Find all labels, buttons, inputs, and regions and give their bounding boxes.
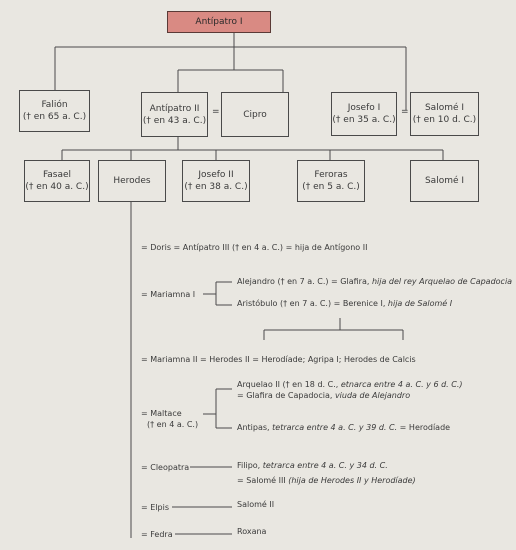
name-label: Cipro	[243, 109, 267, 120]
aristobulo-note: hija de Salomé I	[387, 299, 453, 308]
aristobulo-text: Aristóbulo († en 7 a. C.) = Berenice I,	[237, 299, 388, 308]
name-label: Salomé I	[424, 103, 465, 113]
child-antipas: Antipas, tetrarca entre 4 a. C. y 39 d. …	[237, 423, 450, 433]
death-label: († en 10 d. C.)	[412, 115, 477, 125]
salome3-text: = Salomé III	[237, 476, 289, 485]
name-label: Herodes	[113, 176, 151, 186]
death-label: († en 40 a. C.)	[25, 182, 89, 192]
name-label: Feroras	[314, 170, 348, 180]
antipas-spouse: = Herodíade	[397, 423, 451, 432]
marriage-maltace: = Maltace	[141, 409, 182, 418]
marriage-elpis: = Elpis	[141, 503, 169, 512]
marriage-mariamna-i: = Mariamna I	[141, 290, 196, 299]
salome3-note: (hija de Herodes II y Herodíade)	[288, 476, 416, 485]
box-josefo-i: Josefo I († en 35 a. C.)	[331, 92, 397, 136]
name-label: Salomé I	[424, 176, 465, 186]
child-roxana: Roxana	[237, 527, 267, 536]
death-label: († en 5 a. C.)	[302, 182, 360, 192]
box-josefo-ii: Josefo II († en 38 a. C.)	[182, 160, 250, 202]
death-label: († en 35 a. C.)	[332, 115, 396, 125]
box-antipatro-i: Antípatro I	[167, 11, 271, 33]
box-salome-i-second: Salomé I	[410, 160, 479, 202]
marriage-sign: =	[212, 107, 220, 117]
child-alejandro: Alejandro († en 7 a. C.) = Glafira, hija…	[237, 277, 512, 287]
marriage-mariamna-ii: = Mariamna II = Herodes II = Herodíade; …	[141, 355, 416, 364]
name-label: Falión	[41, 100, 68, 110]
box-cipro: Cipro	[221, 92, 289, 137]
glafira-text: = Glafira de Capadocia,	[237, 391, 335, 400]
child-aristobulo: Aristóbulo († en 7 a. C.) = Berenice I, …	[237, 299, 452, 309]
name-label: Fasael	[42, 170, 72, 180]
spouse-salome-iii: = Salomé III (hija de Herodes II y Herod…	[237, 476, 416, 486]
alejandro-text: Alejandro († en 7 a. C.) = Glafira,	[237, 277, 372, 286]
marriage-sign: =	[401, 107, 409, 117]
spouse-glafira: = Glafira de Capadocia, viuda de Alejand…	[237, 391, 410, 401]
death-label: († en 65 a. C.)	[22, 112, 87, 122]
maltace-death: († en 4 a. C.)	[147, 420, 199, 429]
marriage-doris: = Doris = Antípatro III († en 4 a. C.) =…	[141, 243, 368, 252]
box-antipatro-ii: Antípatro II († en 43 a. C.)	[141, 92, 208, 137]
arquelao-note: etnarca entre 4 a. C. y 6 d. C.)	[340, 380, 463, 389]
name-label: Antípatro I	[195, 17, 243, 27]
glafira-note: viuda de Alejandro	[334, 391, 411, 400]
child-salome-ii: Salomé II	[237, 500, 275, 509]
filipo-text: Filipo,	[237, 461, 263, 470]
marriage-fedra: = Fedra	[141, 530, 173, 539]
box-falion: Falión († en 65 a. C.)	[19, 90, 90, 132]
box-salome-i: Salomé I († en 10 d. C.)	[410, 92, 479, 136]
arquelao-text: Arquelao II († en 18 d. C.,	[237, 380, 341, 389]
child-filipo: Filipo, tetrarca entre 4 a. C. y 34 d. C…	[237, 461, 388, 471]
name-label: Antípatro II	[149, 103, 200, 114]
death-label: († en 38 a. C.)	[184, 182, 248, 192]
antipas-text: Antipas,	[237, 423, 273, 432]
box-fasael: Fasael († en 40 a. C.)	[24, 160, 90, 202]
box-feroras: Feroras († en 5 a. C.)	[297, 160, 365, 202]
alejandro-note: hija del rey Arquelao de Capadocia	[371, 277, 513, 286]
marriage-cleopatra: = Cleopatra	[141, 463, 190, 472]
box-herodes: Herodes	[98, 160, 166, 202]
name-label: Josefo I	[347, 103, 381, 113]
antipas-note: tetrarca entre 4 a. C. y 39 d. C.	[272, 423, 398, 432]
filipo-note: tetrarca entre 4 a. C. y 34 d. C.	[262, 461, 388, 470]
child-arquelao: Arquelao II († en 18 d. C., etnarca entr…	[237, 380, 463, 390]
name-label: Josefo II	[198, 170, 234, 180]
death-label: († en 43 a. C.)	[142, 115, 207, 126]
